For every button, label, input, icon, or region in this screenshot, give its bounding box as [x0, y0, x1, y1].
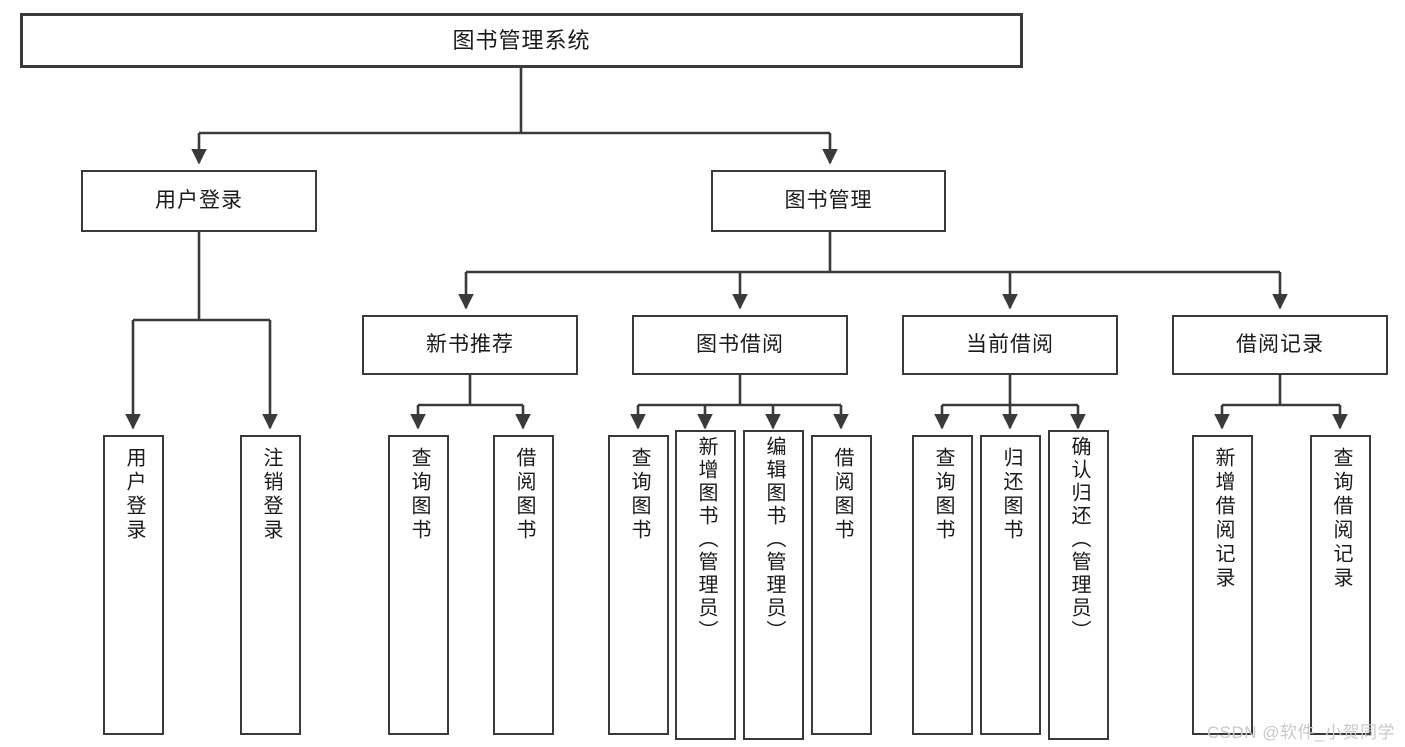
node-user-login[interactable]: 用户登录	[81, 170, 317, 232]
node-label: 确认归还（管理员）	[1068, 436, 1090, 643]
node-label: 查询图书	[628, 447, 650, 543]
leaf-borrow-book[interactable]: 借阅图书	[811, 435, 872, 735]
node-label: 编辑图书（管理员）	[763, 436, 785, 643]
leaf-query-book-recommendation[interactable]: 查询图书	[388, 435, 449, 735]
node-label: 图书借阅	[696, 332, 784, 356]
node-book-management-system[interactable]: 图书管理系统	[20, 13, 1023, 68]
leaf-logout[interactable]: 注销登录	[240, 435, 301, 735]
node-label: 当前借阅	[966, 332, 1054, 356]
node-book-management[interactable]: 图书管理	[711, 170, 946, 232]
leaf-query-book-borrow[interactable]: 查询图书	[608, 435, 669, 735]
leaf-borrow-book-recommendation[interactable]: 借阅图书	[493, 435, 554, 735]
node-label: 图书管理系统	[452, 27, 591, 53]
node-label: 新增借阅记录	[1212, 447, 1234, 591]
leaf-edit-book-admin[interactable]: 编辑图书（管理员）	[743, 430, 804, 740]
node-label: 用户登录	[123, 447, 145, 543]
node-label: 归还图书	[1000, 447, 1022, 543]
node-borrow-record[interactable]: 借阅记录	[1172, 315, 1388, 375]
node-label: 注销登录	[260, 447, 282, 543]
node-label: 图书管理	[784, 188, 873, 212]
leaf-add-book-admin[interactable]: 新增图书（管理员）	[675, 430, 736, 740]
node-new-book-recommendation[interactable]: 新书推荐	[362, 315, 578, 375]
node-book-borrow[interactable]: 图书借阅	[632, 315, 848, 375]
node-label: 查询图书	[408, 447, 430, 543]
node-label: 新增图书（管理员）	[695, 436, 717, 643]
node-label: 查询图书	[932, 447, 954, 543]
leaf-return-book[interactable]: 归还图书	[980, 435, 1041, 735]
leaf-user-login[interactable]: 用户登录	[103, 435, 164, 735]
leaf-confirm-return-admin[interactable]: 确认归还（管理员）	[1048, 430, 1109, 740]
node-label: 查询借阅记录	[1330, 447, 1352, 591]
leaf-query-book-current[interactable]: 查询图书	[912, 435, 973, 735]
node-label: 借阅图书	[513, 447, 535, 543]
node-current-borrow[interactable]: 当前借阅	[902, 315, 1118, 375]
watermark: CSDN @软件_小贺同学	[1206, 723, 1395, 742]
node-label: 借阅记录	[1236, 332, 1324, 356]
leaf-add-borrow-record[interactable]: 新增借阅记录	[1192, 435, 1253, 735]
leaf-query-borrow-record[interactable]: 查询借阅记录	[1310, 435, 1371, 735]
node-label: 新书推荐	[426, 332, 514, 356]
node-label: 用户登录	[155, 188, 243, 212]
node-label: 借阅图书	[831, 447, 853, 543]
